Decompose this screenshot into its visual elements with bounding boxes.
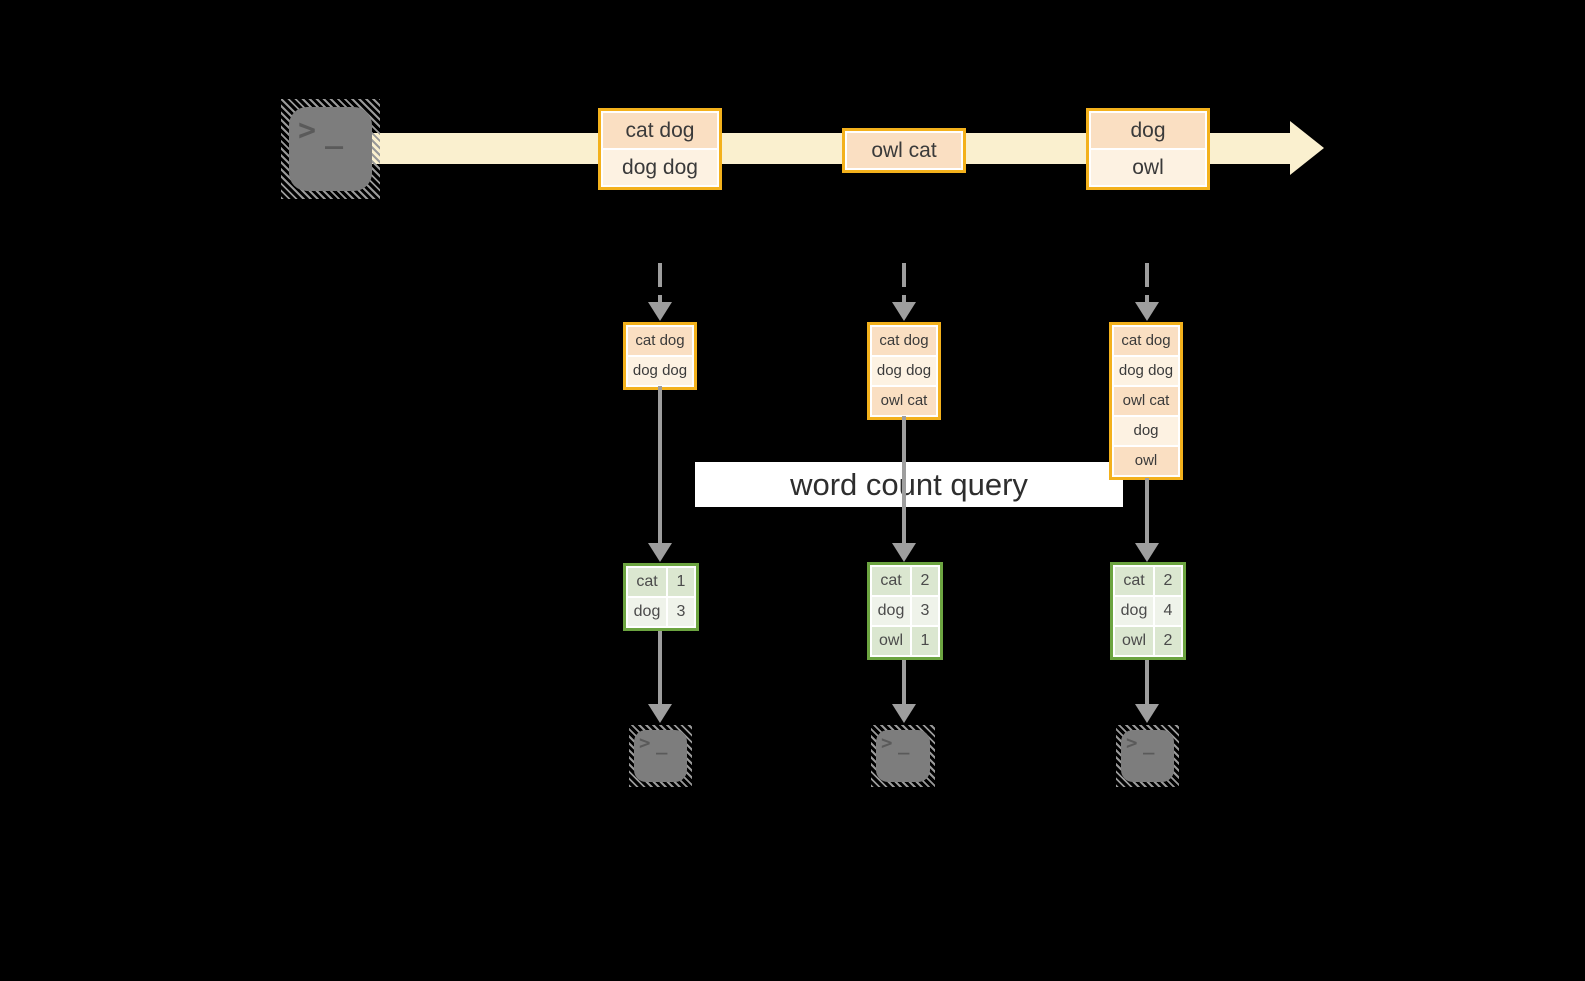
terminal-cursor-icon: _	[1143, 733, 1155, 755]
word-cell: dog	[872, 597, 910, 625]
word-cell: dog	[628, 598, 666, 626]
table-row: dog 3	[872, 597, 938, 625]
ingest-arrow-line-3	[1145, 263, 1149, 303]
ingest-arrow-line-1	[658, 263, 662, 303]
ingest-arrowhead-2	[892, 302, 916, 321]
buffer-stack-1: cat dog dog dog	[623, 322, 697, 390]
table-row: dog 3	[628, 598, 694, 626]
ingest-arrowhead-3	[1135, 302, 1159, 321]
terminal-screen	[876, 730, 930, 782]
buffer-row: owl	[1114, 447, 1178, 475]
word-cell: cat	[872, 567, 910, 595]
output-arrow-line-1	[658, 631, 662, 704]
word-cell: owl	[872, 627, 910, 655]
sink-terminal-icon-1: > _	[629, 725, 692, 787]
sink-terminal-icon-3: > _	[1116, 725, 1179, 787]
terminal-cursor-icon: _	[325, 115, 344, 150]
table-row: cat 2	[872, 567, 938, 595]
word-cell: cat	[628, 568, 666, 596]
table-row: cat 2	[1115, 567, 1181, 595]
query-arrowhead-1	[648, 543, 672, 562]
output-arrowhead-2	[892, 704, 916, 723]
buffer-stack-3: cat dog dog dog owl cat dog owl	[1109, 322, 1183, 480]
buffer-row: dog dog	[1114, 357, 1178, 385]
count-table-2: cat 2 dog 3 owl 1	[867, 562, 943, 660]
count-cell: 3	[912, 597, 938, 625]
count-cell: 2	[1155, 567, 1181, 595]
word-cell: owl	[1115, 627, 1153, 655]
output-arrow-line-2	[902, 660, 906, 704]
table-row: cat 1	[628, 568, 694, 596]
terminal-prompt-icon: >	[298, 113, 317, 148]
word-cell: cat	[1115, 567, 1153, 595]
terminal-prompt-icon: >	[881, 732, 893, 754]
table-row: owl 1	[872, 627, 938, 655]
sink-terminal-icon-2: > _	[871, 725, 935, 787]
query-arrow-line-1	[658, 386, 662, 543]
count-table-1: cat 1 dog 3	[623, 563, 699, 631]
terminal-screen	[1121, 730, 1174, 782]
terminal-cursor-icon: _	[656, 733, 668, 755]
table-row: owl 2	[1115, 627, 1181, 655]
message-row: owl	[1091, 150, 1205, 185]
query-arrow-line-3	[1145, 478, 1149, 543]
buffer-row: cat dog	[872, 327, 936, 355]
terminal-cursor-icon: _	[898, 733, 910, 755]
stream-message-3: dog owl	[1086, 108, 1210, 190]
buffer-row: owl cat	[872, 387, 936, 415]
buffer-row: cat dog	[1114, 327, 1178, 355]
stream-arrowhead-icon	[1290, 121, 1324, 175]
buffer-row: owl cat	[1114, 387, 1178, 415]
count-cell: 3	[668, 598, 694, 626]
ingest-arrow-line-2	[902, 263, 906, 303]
buffer-stack-2: cat dog dog dog owl cat	[867, 322, 941, 420]
message-row: owl cat	[847, 133, 961, 168]
count-table-3: cat 2 dog 4 owl 2	[1110, 562, 1186, 660]
table-row: dog 4	[1115, 597, 1181, 625]
message-row: dog dog	[603, 150, 717, 185]
buffer-row: dog	[1114, 417, 1178, 445]
buffer-row: dog dog	[872, 357, 936, 385]
query-banner: word count query	[695, 462, 1123, 507]
count-cell: 2	[1155, 627, 1181, 655]
message-row: dog	[1091, 113, 1205, 148]
word-cell: dog	[1115, 597, 1153, 625]
stream-message-1: cat dog dog dog	[598, 108, 722, 190]
output-arrow-line-3	[1145, 660, 1149, 704]
query-arrowhead-2	[892, 543, 916, 562]
buffer-row: dog dog	[628, 357, 692, 385]
count-cell: 1	[668, 568, 694, 596]
query-arrowhead-3	[1135, 543, 1159, 562]
buffer-row: cat dog	[628, 327, 692, 355]
terminal-prompt-icon: >	[1126, 732, 1138, 754]
terminal-screen	[289, 107, 372, 191]
message-row: cat dog	[603, 113, 717, 148]
terminal-prompt-icon: >	[639, 732, 651, 754]
query-arrow-line-2	[902, 416, 906, 543]
stream-message-2: owl cat	[842, 128, 966, 173]
output-arrowhead-3	[1135, 704, 1159, 723]
count-cell: 1	[912, 627, 938, 655]
count-cell: 2	[912, 567, 938, 595]
terminal-screen	[634, 730, 687, 782]
source-terminal-icon: > _	[281, 99, 380, 199]
count-cell: 4	[1155, 597, 1181, 625]
ingest-arrowhead-1	[648, 302, 672, 321]
output-arrowhead-1	[648, 704, 672, 723]
